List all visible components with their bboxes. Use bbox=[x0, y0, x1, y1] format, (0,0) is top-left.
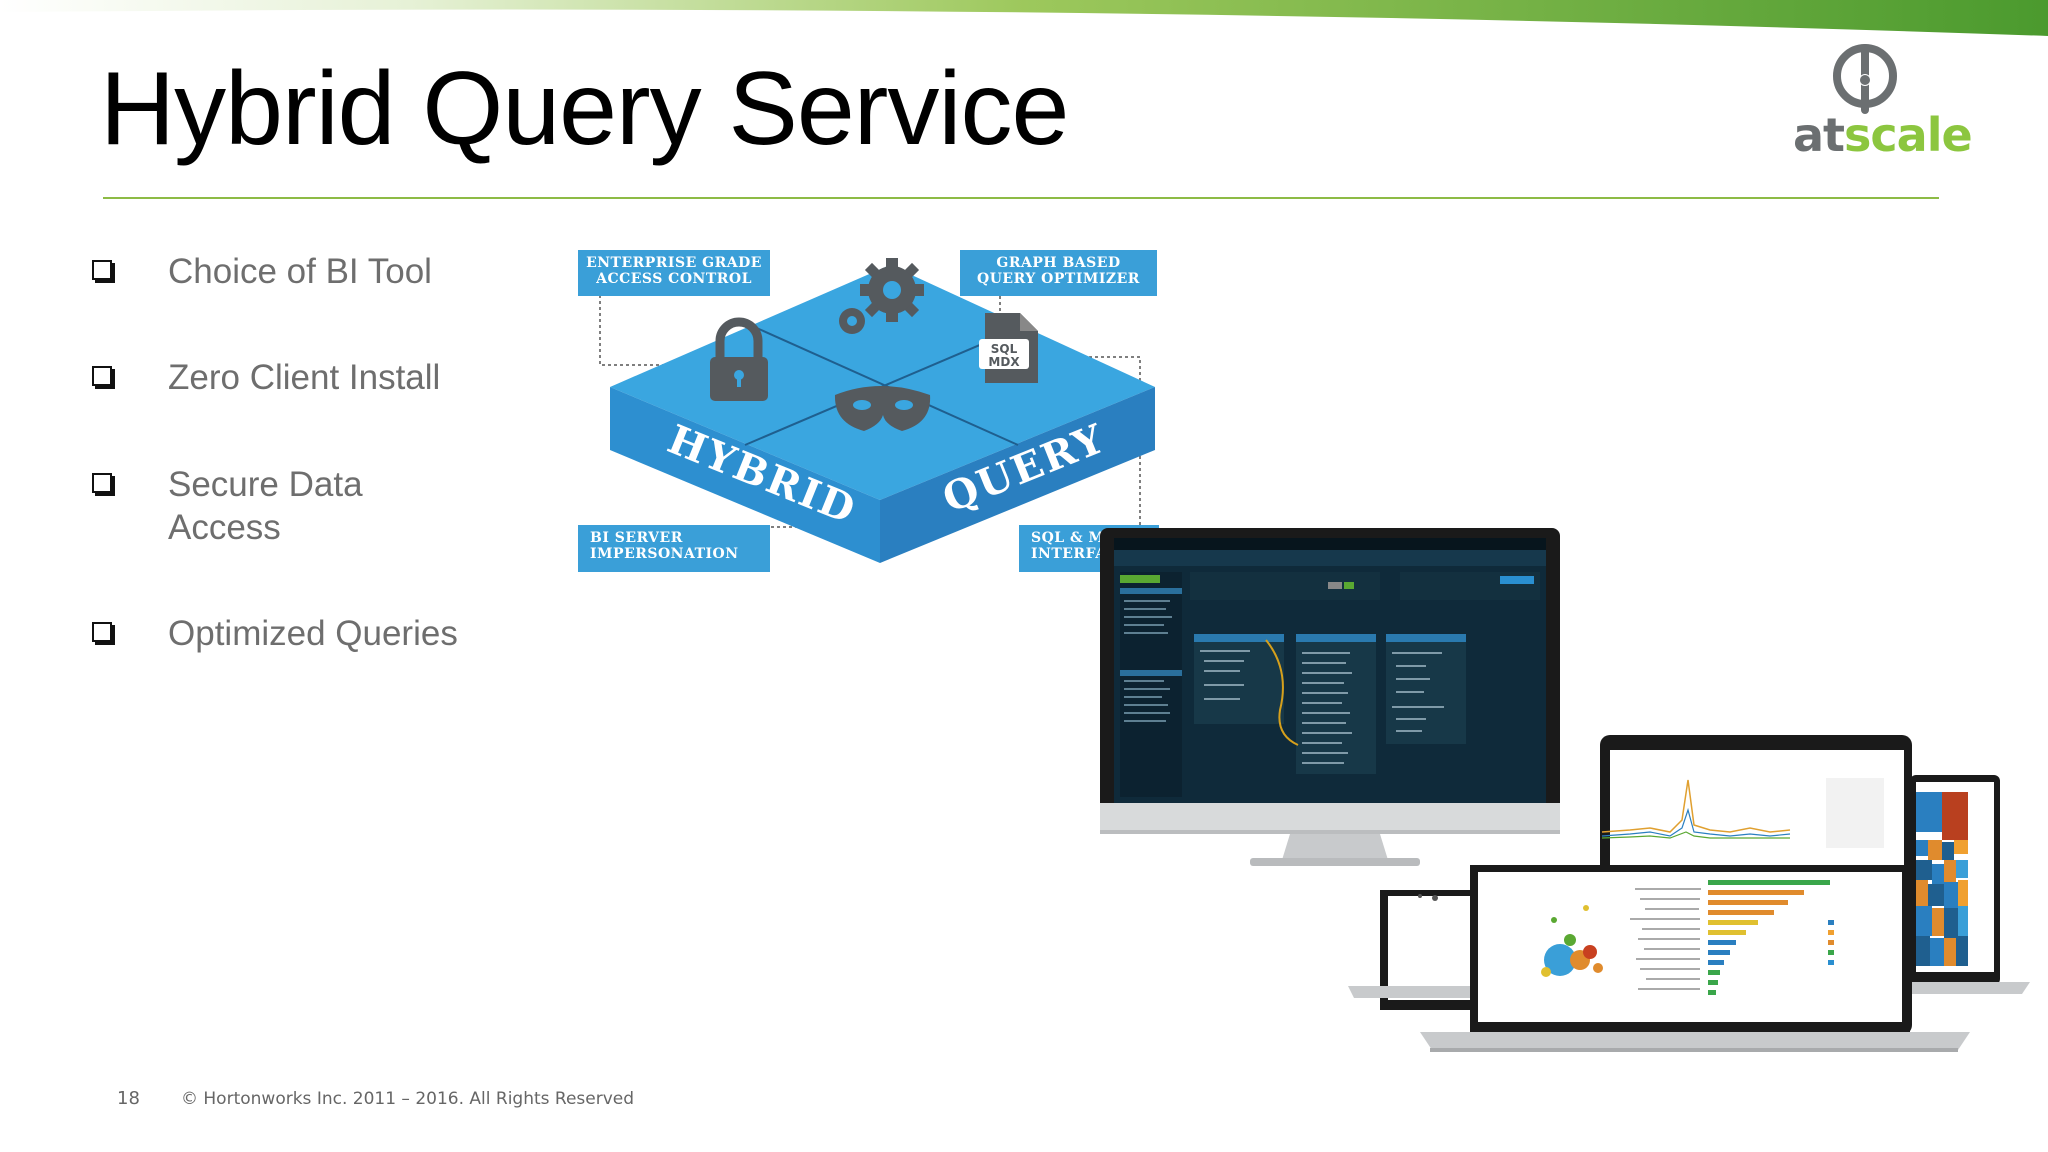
bullet-text: Choice of BI Tool bbox=[168, 252, 432, 291]
bi-server-impersonation-tag: BI SERVER IMPERSONATION bbox=[578, 525, 770, 572]
svg-text:SQL: SQL bbox=[991, 342, 1018, 356]
atscale-logo-text: atscale bbox=[1793, 108, 1973, 162]
bullet-text: Optimized Queries bbox=[168, 614, 458, 653]
cube-illustration: SQL MDX HYBRID QUERY bbox=[599, 258, 1155, 563]
laptop-front bbox=[1420, 735, 1970, 1052]
checkbox-bullet-icon bbox=[92, 622, 112, 642]
slide-title: Hybrid Query Service bbox=[100, 51, 1069, 167]
enterprise-access-control-tag: ENTERPRISE GRADE ACCESS CONTROL bbox=[578, 250, 770, 296]
bullet-text: Zero Client Install bbox=[168, 358, 441, 397]
desktop-monitor bbox=[1100, 528, 1560, 866]
copyright-text: © Hortonworks Inc. 2011 – 2016. All Righ… bbox=[181, 1089, 635, 1109]
top-accent-bar bbox=[0, 0, 2048, 36]
checkbox-bullet-icon bbox=[92, 260, 112, 280]
svg-text:MDX: MDX bbox=[988, 355, 1020, 369]
graph-query-optimizer-tag: GRAPH BASED QUERY OPTIMIZER bbox=[960, 250, 1157, 296]
checkbox-bullet-icon bbox=[92, 473, 112, 493]
page-number: 18 bbox=[117, 1088, 140, 1109]
checkbox-bullet-icon bbox=[92, 366, 112, 386]
hybrid-query-diagram: SQL MDX HYBRID QUERY ENTERPRISE GRADE AC… bbox=[578, 245, 1160, 575]
bullet-text: Secure Data Access bbox=[168, 465, 363, 547]
device-mockups-image bbox=[1100, 528, 2030, 1052]
atscale-logo-icon bbox=[1833, 44, 1897, 114]
laptop-right bbox=[1900, 775, 2030, 994]
title-divider bbox=[103, 197, 1939, 199]
